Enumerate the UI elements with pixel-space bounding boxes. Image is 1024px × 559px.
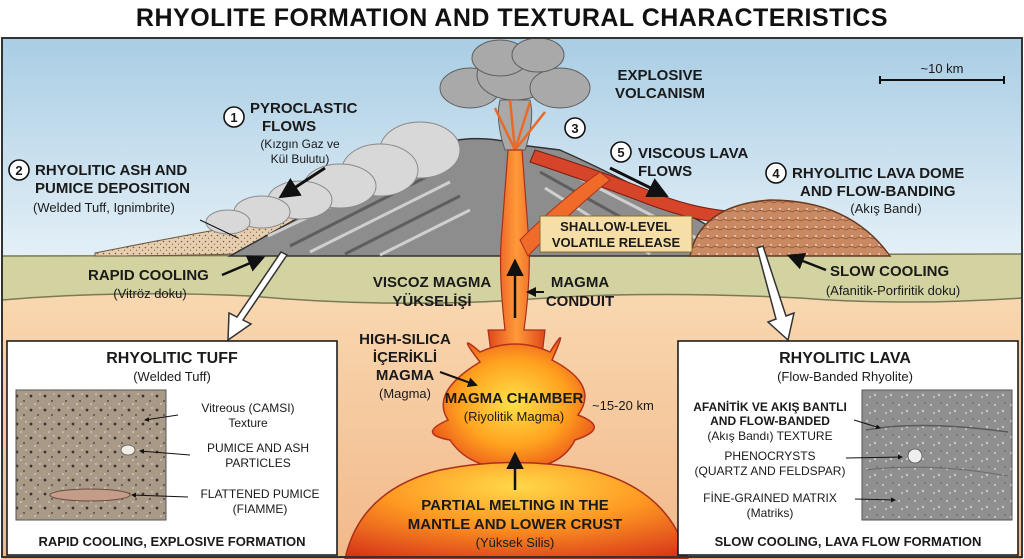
label-rapid-sub: (Vitröz doku) (113, 286, 186, 301)
label-melting-l2: MANTLE AND LOWER CRUST (408, 516, 622, 533)
label-pyroclastic-l1: PYROCLASTIC (250, 100, 358, 117)
eruption-column (439, 37, 591, 151)
flow-band-line-2 (865, 466, 1009, 477)
lava-callout-1c: (Akış Bandı) TEXTURE (707, 429, 832, 443)
label-ash-l2: PUMICE DEPOSITION (35, 180, 190, 197)
tuff-callout-3a: FLATTENED PUMICE (200, 487, 319, 501)
rapid-cooling-arrow (221, 255, 266, 277)
lava-callout-3a: FİNE-GRAINED MATRIX (703, 491, 837, 505)
lava-footer: SLOW COOLING, LAVA FLOW FORMATION (715, 534, 982, 549)
number-badge-1: 1 (223, 106, 245, 128)
lava-subtitle: (Flow-Banded Rhyolite) (777, 369, 913, 384)
scale-label: ~10 km (921, 61, 964, 76)
magma-chamber (431, 337, 595, 469)
label-ash-sub: (Welded Tuff, Ignimbrite) (33, 200, 175, 215)
label-melting-l1: PARTIAL MELTING IN THE (421, 497, 609, 514)
lava-title: RHYOLITIC LAVA (779, 350, 911, 367)
label-pyroclastic-sub2: Kül Bulutu) (271, 152, 330, 166)
lava-callout-3b: (Matriks) (747, 506, 794, 520)
label-viscoz-l1: VISCOZ MAGMA (373, 274, 491, 291)
label-viscoz-l2: YÜKSELİŞİ (392, 293, 471, 310)
lava-callout-line-1 (853, 419, 881, 430)
label-explosive-l1: EXPLOSIVE (617, 67, 702, 84)
label-ash-l1: RHYOLITIC ASH AND (35, 162, 187, 179)
tuff-callout-1b: Texture (228, 416, 268, 430)
tuff-callout-line-2 (139, 448, 191, 456)
tuff-panel: RHYOLITIC TUFF (Welded Tuff) Vitreous (C… (6, 340, 338, 556)
lava-panel-arrow (756, 245, 796, 342)
lava-callout-1b: AND FLOW-BANDED (710, 414, 830, 428)
label-shallow-l2: VOLATILE RELEASE (552, 235, 681, 250)
highsilica-arrow (439, 371, 478, 387)
label-highsilica-sub: (Magma) (379, 386, 431, 401)
label-conduit-l2: CONDUIT (546, 293, 614, 310)
tuff-title: RHYOLITIC TUFF (106, 350, 238, 367)
svg-text:1: 1 (230, 110, 237, 125)
svg-text:2: 2 (15, 163, 22, 178)
label-slow-sub: (Afanitik-Porfiritik doku) (826, 283, 960, 298)
tuff-callout-3b: (FIAMME) (233, 502, 288, 516)
svg-text:5: 5 (617, 145, 624, 160)
lava-callout-2a: PHENOCRYSTS (724, 449, 815, 463)
tuff-callout-2a: PUMICE AND ASH (207, 441, 309, 455)
svg-text:3: 3 (571, 121, 578, 136)
label-chamber: MAGMA CHAMBER (445, 390, 584, 407)
label-dome-sub: (Akış Bandı) (850, 201, 922, 216)
ejecta-lines (493, 99, 546, 151)
pumice-clast (120, 444, 136, 456)
ash-leader (199, 219, 239, 239)
label-dome-l2: AND FLOW-BANDING (800, 183, 956, 200)
label-rapid-cooling: RAPID COOLING (88, 267, 209, 284)
fiamme-lens (49, 488, 131, 502)
label-chamber-sub: (Riyolitik Magma) (464, 409, 564, 424)
label-melting-sub: (Yüksek Silis) (476, 535, 555, 550)
diagram-frame (1, 37, 1023, 558)
tuff-panel-arrow (227, 251, 289, 342)
phenocryst (907, 448, 923, 464)
number-badge-3: 3 (564, 117, 586, 139)
label-conduit-l1: MAGMA (551, 274, 609, 291)
scale-bar (879, 76, 1005, 84)
tuff-callout-2b: PARTICLES (225, 456, 291, 470)
shallow-release-box (539, 215, 693, 253)
lava-callout-line-2 (845, 454, 903, 460)
label-highsilica-l2: İÇERİKLİ (373, 349, 437, 366)
label-highsilica-l3: MAGMA (376, 367, 434, 384)
lava-sample-image (861, 389, 1013, 521)
lava-panel: RHYOLITIC LAVA (Flow-Banded Rhyolite) AF… (677, 340, 1019, 556)
lava-callout-line-3 (854, 497, 896, 503)
label-explosive-l2: VOLCANISM (615, 85, 705, 102)
tuff-callout-line-1 (144, 414, 179, 422)
label-pyroclastic-l2: FLOWS (262, 118, 316, 135)
label-shallow-l1: SHALLOW-LEVEL (560, 219, 672, 234)
lava-callout-1a: AFANİTİK VE AKIŞ BANTLI (693, 399, 847, 414)
label-viscous-l2: FLOWS (638, 163, 692, 180)
lava-callout-2b: (QUARTZ AND FELDSPAR) (695, 464, 846, 478)
label-dome-l1: RHYOLITIC LAVA DOME (792, 165, 964, 182)
label-highsilica-l1: HIGH-SILICA (359, 331, 451, 348)
number-badge-5: 5 (610, 141, 632, 163)
label-depth: ~15-20 km (592, 398, 654, 413)
tuff-callout-line-3 (131, 492, 189, 498)
number-badge-4: 4 (765, 162, 787, 184)
label-slow-cooling: SLOW COOLING (830, 263, 949, 280)
svg-text:4: 4 (772, 166, 780, 181)
viscous-arrow (609, 166, 669, 198)
number-badge-2: 2 (8, 159, 30, 181)
label-pyroclastic-sub1: (Kızgın Gaz ve (260, 137, 340, 151)
tuff-subtitle: (Welded Tuff) (133, 369, 211, 384)
label-viscous-l1: VISCOUS LAVA (638, 145, 748, 162)
slow-cooling-arrow (786, 252, 827, 272)
tuff-footer: RAPID COOLING, EXPLOSIVE FORMATION (39, 534, 306, 549)
diagram-title: RHYOLITE FORMATION AND TEXTURAL CHARACTE… (135, 4, 889, 32)
pyroclastic-arrow (278, 166, 326, 199)
tuff-callout-1a: Vitreous (CAMSI) (201, 401, 294, 415)
lava-dome (689, 199, 892, 257)
